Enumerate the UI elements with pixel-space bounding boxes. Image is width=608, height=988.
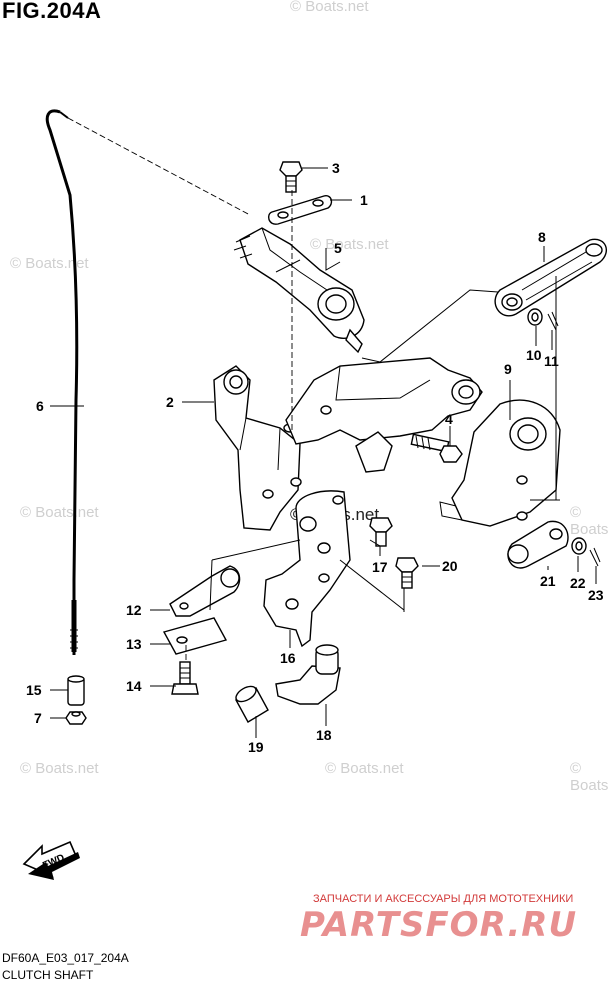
watermark: © Boats.net	[290, 0, 369, 15]
callout-labels: 1 2 3 4 5 6 7 8 9 10 11 12 13 14 15 16 1…	[26, 160, 604, 755]
washer-part	[527, 308, 543, 326]
figure-title: FIG.204A	[2, 0, 102, 23]
link-arm-part	[494, 238, 608, 317]
callout-16: 16	[280, 650, 296, 666]
callout-14: 14	[126, 678, 142, 694]
collar-part	[235, 685, 269, 723]
callout-13: 13	[126, 636, 142, 652]
callout-3: 3	[332, 160, 340, 176]
clamp-holder-part	[233, 227, 365, 354]
callout-8: 8	[538, 229, 546, 245]
coupling-nut-part	[67, 675, 85, 706]
callout-10: 10	[526, 347, 542, 363]
callout-12: 12	[126, 602, 142, 618]
guide-holder-part	[275, 644, 341, 705]
callout-5: 5	[334, 240, 342, 256]
callout-6: 6	[36, 398, 44, 414]
callout-9: 9	[504, 361, 512, 377]
figure-code: DF60A_E03_017_204A	[2, 951, 129, 965]
forward-arrow-icon: FWD	[22, 840, 80, 880]
callout-1: 1	[360, 192, 368, 208]
leader-lines	[50, 167, 597, 738]
callout-21: 21	[540, 573, 556, 589]
shift-cam-part	[439, 399, 561, 527]
bracket-bolt-part	[369, 517, 393, 547]
callout-17: 17	[372, 559, 388, 575]
shift-joint-part	[507, 520, 569, 569]
watermark: © Boats.net	[20, 760, 99, 777]
screw-part	[395, 557, 419, 589]
clutch-rod-part	[45, 109, 79, 655]
watermark: © Boats.net	[10, 255, 89, 272]
callout-11: 11	[544, 353, 559, 369]
callout-15: 15	[26, 682, 42, 698]
watermark: © Boats.net	[570, 760, 608, 794]
small-pin-part	[589, 547, 601, 567]
callout-19: 19	[248, 739, 264, 755]
callout-20: 20	[442, 558, 458, 574]
watermark: © Boats.net	[570, 504, 608, 538]
rod-clip-part	[169, 565, 241, 617]
callout-23: 23	[588, 587, 604, 603]
shop-tagline: ЗАПЧАСТИ И АКСЕССУАРЫ ДЛЯ МОТОТЕХНИКИ	[313, 893, 574, 905]
retainer-plate-part	[162, 617, 228, 655]
bracket-part	[213, 365, 302, 531]
plate-bracket-part	[263, 490, 351, 648]
bolt-part	[279, 161, 303, 193]
small-washer-part	[571, 537, 587, 555]
callout-7: 7	[34, 710, 42, 726]
callout-18: 18	[316, 727, 332, 743]
cotter-pin-part	[547, 311, 559, 331]
watermark: © Boats.net	[20, 504, 99, 521]
clip-bolt-part	[171, 661, 199, 695]
figure-caption: CLUTCH SHAFT	[2, 968, 94, 982]
nut-part	[65, 711, 87, 725]
watermark: © Boats.net	[325, 760, 404, 777]
callout-22: 22	[570, 575, 586, 591]
callout-2: 2	[166, 394, 174, 410]
lever-bolt-part	[410, 433, 463, 463]
clutch-lever-part	[285, 357, 483, 473]
plate-part	[267, 195, 333, 225]
callout-4: 4	[445, 411, 453, 427]
shop-brand-logo: PARTSFOR.RU	[300, 905, 578, 945]
watermark: © Boats.net	[310, 236, 389, 253]
